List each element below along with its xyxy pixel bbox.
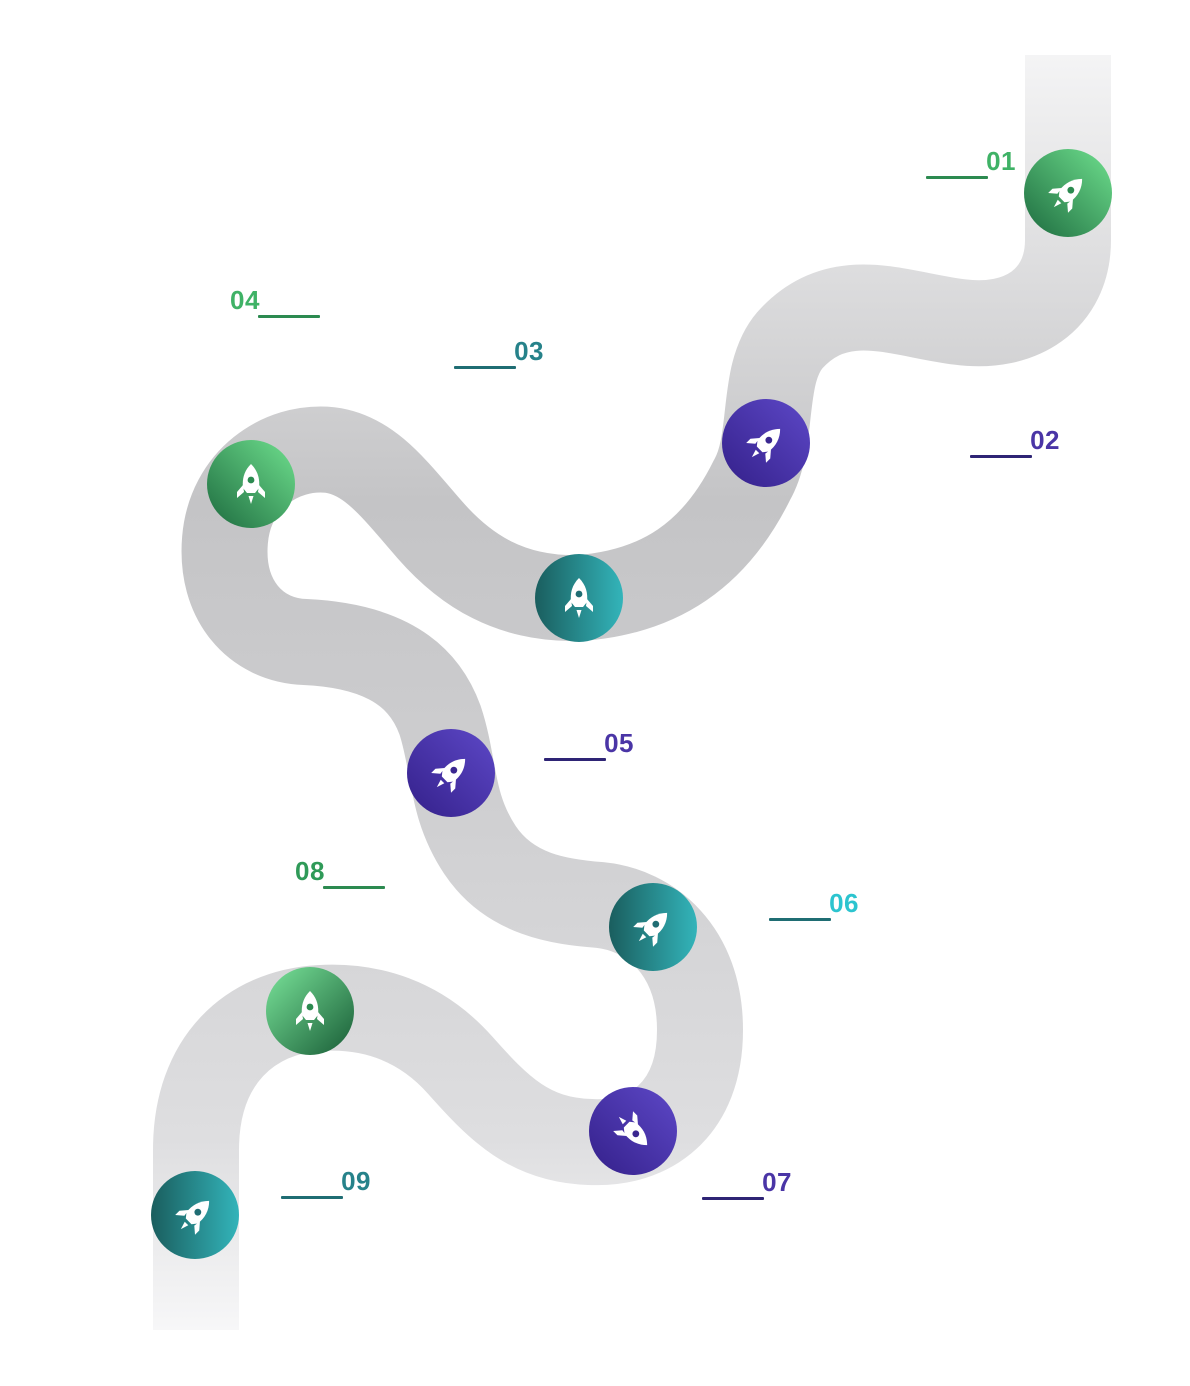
milestone-node-09	[151, 1171, 239, 1259]
milestone-underline	[970, 455, 1032, 458]
milestone-label-05: 05	[544, 728, 634, 778]
milestone-number: 09	[341, 1166, 371, 1196]
milestone-number: 01	[986, 146, 1016, 176]
milestone-label-06: 06	[769, 888, 859, 938]
milestone-node-02	[722, 399, 810, 487]
milestone-label-04: 04	[230, 285, 320, 335]
milestone-underline	[544, 758, 606, 761]
milestone-label-02: 02	[970, 425, 1060, 475]
milestone-underline	[281, 1196, 343, 1199]
milestone-label-09: 09	[281, 1166, 371, 1216]
milestone-label-08: 08	[295, 856, 385, 906]
milestone-node-06	[609, 883, 697, 971]
milestone-node-04	[207, 440, 295, 528]
milestone-number: 07	[762, 1167, 792, 1197]
milestone-number: 02	[1030, 425, 1060, 455]
milestone-number: 03	[514, 336, 544, 366]
milestone-underline	[258, 315, 320, 318]
milestone-underline	[926, 176, 988, 179]
milestone-underline	[702, 1197, 764, 1200]
milestone-node-08	[266, 967, 354, 1055]
milestone-node-03	[535, 554, 623, 642]
milestone-number: 05	[604, 728, 634, 758]
milestone-number: 06	[829, 888, 859, 918]
milestone-number: 04	[230, 285, 260, 315]
milestone-label-07: 07	[702, 1167, 792, 1217]
milestone-node-01	[1024, 149, 1112, 237]
milestone-underline	[323, 886, 385, 889]
milestone-node-07	[589, 1087, 677, 1175]
milestone-label-01: 01	[926, 146, 1016, 196]
milestone-underline	[454, 366, 516, 369]
milestone-node-05	[407, 729, 495, 817]
milestone-underline	[769, 918, 831, 921]
milestone-number: 08	[295, 856, 325, 886]
milestone-label-03: 03	[454, 336, 544, 386]
